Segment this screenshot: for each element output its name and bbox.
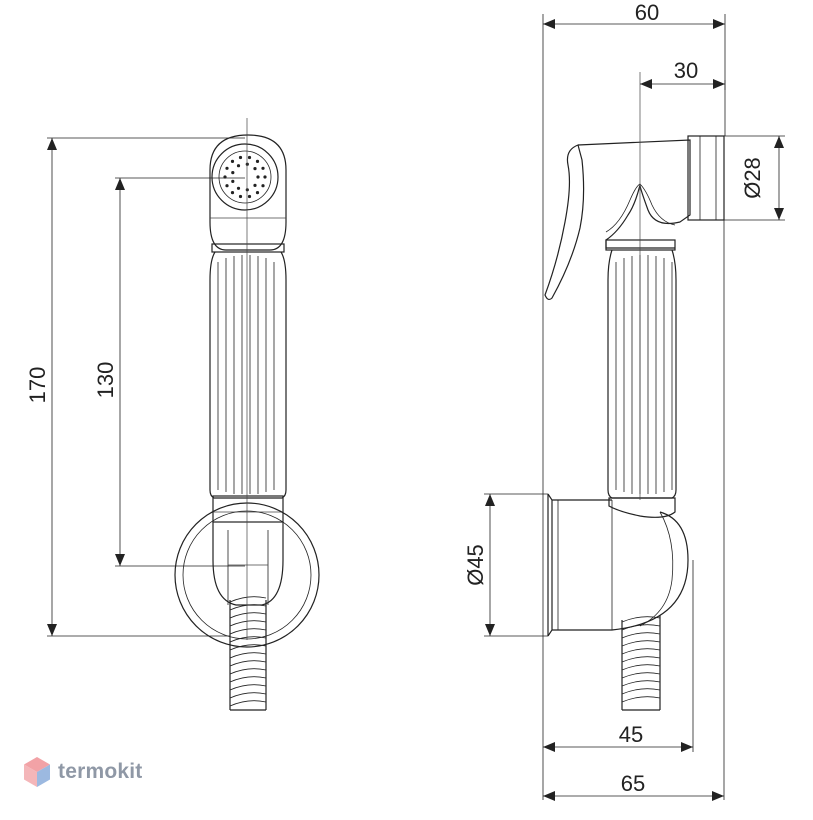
nozzle-hole <box>255 159 260 163</box>
dim-170-label: 170 <box>25 367 50 404</box>
dim-60-label: 60 <box>635 0 659 25</box>
hose-coil <box>229 692 267 699</box>
nozzle-hole <box>225 166 229 170</box>
hose-coil <box>621 616 661 623</box>
hose-coil <box>621 696 661 703</box>
side-head-outline <box>577 139 691 249</box>
nozzle-hole <box>247 194 252 199</box>
side-handle-outline <box>607 249 677 499</box>
nozzle-hole <box>230 159 235 163</box>
side-holder-body <box>547 493 689 637</box>
nozzle-hole <box>255 191 260 195</box>
nozzle-hole <box>231 171 235 175</box>
dim-d28-label: Ø28 <box>740 157 765 199</box>
hose-coil <box>621 656 661 663</box>
hose-coil <box>621 672 661 679</box>
side-head-collar <box>605 239 676 251</box>
nozzle-hole <box>253 167 257 171</box>
dim-130-label: 130 <box>93 362 118 399</box>
side-hose <box>621 615 661 711</box>
hose-coil <box>229 660 267 667</box>
side-head-nut <box>687 135 725 221</box>
front-handle-flutes <box>217 255 275 494</box>
hose-coil <box>621 648 661 655</box>
front-dimensions: 170 130 <box>25 137 245 637</box>
brand-name: termokit <box>58 760 143 783</box>
hose-coil <box>621 664 661 671</box>
side-lever <box>544 144 585 301</box>
front-head-collar <box>211 243 285 253</box>
spray-face-inner <box>218 150 272 204</box>
nozzle-hole <box>231 179 235 183</box>
nozzle-hole <box>247 155 252 160</box>
front-view <box>174 118 320 711</box>
nozzle-hole <box>225 184 229 188</box>
dim-30-label: 30 <box>674 58 698 83</box>
hose-coil <box>621 688 661 695</box>
side-head-neck <box>605 183 676 233</box>
nozzle-hole <box>238 194 243 199</box>
nozzle-hole <box>263 175 267 179</box>
hose-coil <box>229 636 267 643</box>
hose-coil <box>229 668 267 675</box>
cube-icon <box>24 757 50 787</box>
hose-coil <box>229 652 267 659</box>
hose-coil <box>229 700 267 707</box>
nozzle-hole <box>261 184 265 188</box>
hose-coil <box>229 620 267 627</box>
dim-d45-label: Ø45 <box>463 544 488 586</box>
hose-coil <box>229 596 267 603</box>
dim-45-label: 45 <box>619 722 643 747</box>
hose-coil <box>621 624 661 631</box>
nozzle-hole <box>238 155 243 160</box>
nozzle-hole <box>256 175 260 179</box>
hose-coil <box>621 680 661 687</box>
nozzle-hole <box>236 186 241 190</box>
hose-coil <box>229 644 267 651</box>
side-view <box>544 72 725 711</box>
front-hose <box>229 596 267 711</box>
side-dimensions: 60 30 Ø28 Ø45 45 65 <box>463 0 785 801</box>
nozzle-hole <box>230 191 235 195</box>
side-handle-flutes <box>615 255 673 494</box>
hose-coil <box>229 604 267 611</box>
hose-coil <box>229 628 267 635</box>
hose-coil <box>229 684 267 691</box>
nozzle-hole <box>261 166 265 170</box>
brand-logo: termokit <box>22 755 142 789</box>
hose-coil <box>229 676 267 683</box>
front-handle-bottom-collar <box>212 495 284 523</box>
hose-coil <box>621 632 661 639</box>
nozzle-hole <box>253 183 257 187</box>
nozzle-hole <box>236 164 241 168</box>
hose-coil <box>229 612 267 619</box>
side-handle-bottom-collar <box>608 497 676 518</box>
dim-65-label: 65 <box>621 771 645 796</box>
spray-face-outer <box>211 143 279 211</box>
front-handle-outline <box>209 251 287 499</box>
hose-coil <box>621 640 661 647</box>
holder-cradle <box>212 522 284 606</box>
spray-nozzles <box>223 155 267 199</box>
